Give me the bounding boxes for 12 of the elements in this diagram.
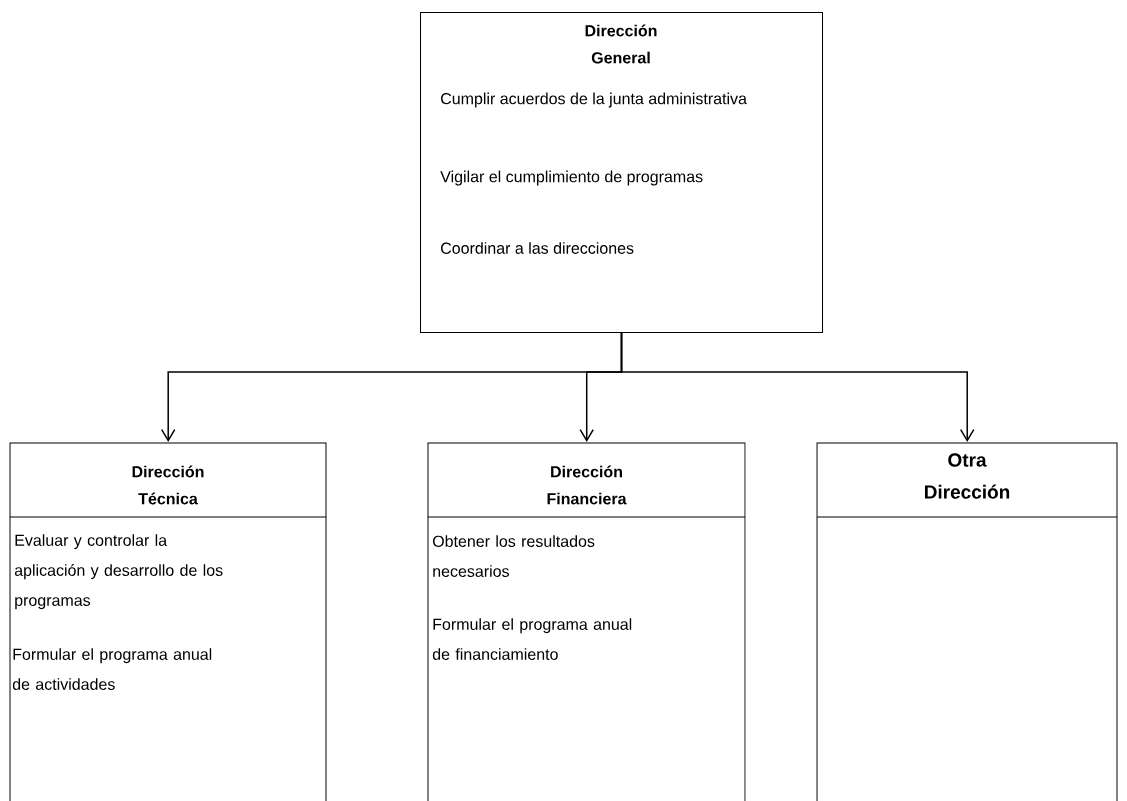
heading: Dirección General xyxy=(585,24,657,64)
duty-text: Evaluar y controlar la aplicación y desarrollo de los programas xyxy=(14,534,223,610)
duty-text: Formular el programa anual de actividades xyxy=(12,648,212,690)
duty-text: Obtener los resultados necesarios xyxy=(432,535,595,577)
heading: Otra Dirección xyxy=(925,453,1010,499)
arrow xyxy=(620,332,975,442)
heading: Dirección Técnica xyxy=(132,465,204,505)
heading: Dirección Financiera xyxy=(547,465,627,505)
duty-text: Vigilar el cumplimiento de programas xyxy=(440,170,703,186)
duty-text: Coordinar a las direcciones xyxy=(441,242,634,254)
duty-text: Cumplir acuerdos de la junta administrativa xyxy=(441,92,747,108)
duty-text: Formular el programa anual de financiamiento xyxy=(432,618,632,660)
